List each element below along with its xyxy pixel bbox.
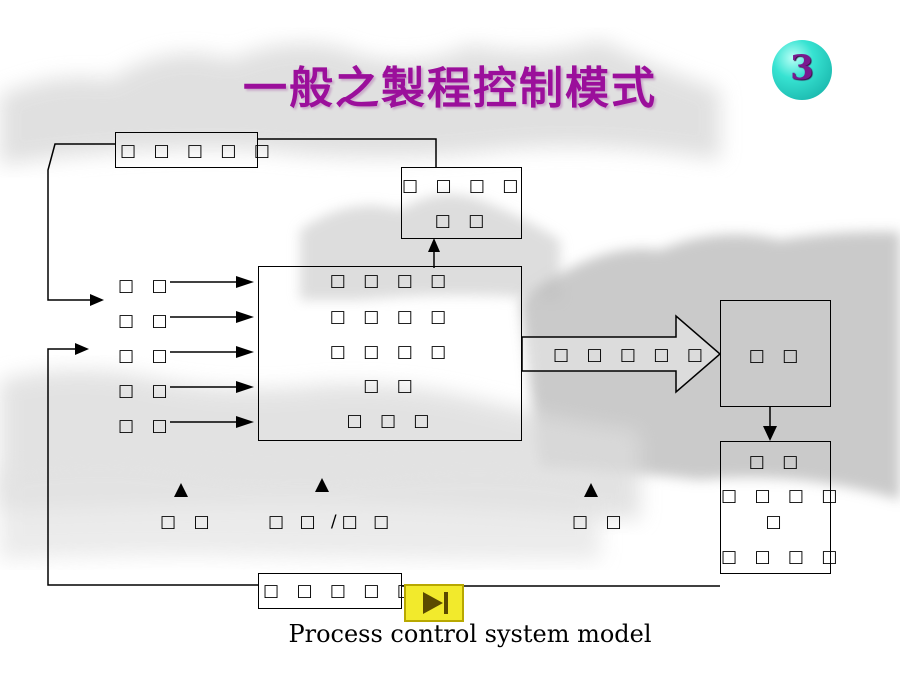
slide-number: 3 [790,48,814,88]
feedback-bottom-box: □ □ □ □ □ [258,573,413,609]
bottom-label-3: □ □ [572,512,628,532]
adjust-label-line1: □ □ □ □ [402,176,525,196]
feedback-bottom-label: □ □ □ □ □ [263,581,419,601]
process-box: □ □ □ □ □ □ □ □ □ □ □ □ □ □ □ □ □ [258,266,522,441]
arrowhead-to-evaluation [763,426,777,441]
process-label-line3: □ □ □ □ [329,342,453,362]
triangle-marker-2 [315,478,329,492]
caption: Process control system model [288,620,652,648]
feedback-top-box: □ □ □ □ □ [115,132,270,168]
evaluation-label-line1: □ □ [748,452,805,472]
triangle-marker-1 [174,483,188,497]
adjust-box: □ □ □ □ □ □ [401,167,522,239]
feedback-top-label: □ □ □ □ □ [120,141,276,161]
play-end-icon [423,592,448,614]
evaluation-label-line4: □ □ □ □ [721,547,844,567]
feedback-top-line [47,143,115,301]
arrowhead-feedback-top [90,294,104,306]
arrowhead-to-adjust [428,238,440,252]
process-label-line4: □ □ [363,376,419,396]
triangle-marker-3 [584,483,598,497]
input-label-4: □ □ [118,381,174,401]
process-label-line2: □ □ □ □ [329,307,453,327]
feedback-top-to-adjust [258,138,437,167]
bottom-label-2: □ □ /□ □ [268,512,395,532]
input-label-2: □ □ [118,311,174,331]
evaluation-label-line2: □ □ □ □ [721,486,844,506]
output-label: □ □ □ □ □ [553,345,709,365]
arrowhead-feedback-bottom [75,343,89,355]
bottom-label-1: □ □ [160,512,216,532]
feedback-bottom-line [47,348,258,586]
customer-box: □ □ [720,300,831,407]
input-label-5: □ □ [118,416,174,436]
customer-label: □ □ [748,346,805,366]
process-label-line1: □ □ □ □ [329,271,453,291]
process-label-line5: □ □ □ [346,411,436,431]
page-title: 一般之製程控制模式 [243,63,657,114]
slide-number-badge: 3 [772,40,832,100]
output-arrow [521,314,722,394]
evaluation-label-line3: □ [765,512,788,532]
input-label-1: □ □ [118,276,174,296]
evaluation-box: □ □ □ □ □ □ □ □ □ □ □ [720,441,844,574]
adjust-label-line2: □ □ [434,211,491,231]
input-label-3: □ □ [118,346,174,366]
next-slide-button[interactable] [404,584,464,622]
